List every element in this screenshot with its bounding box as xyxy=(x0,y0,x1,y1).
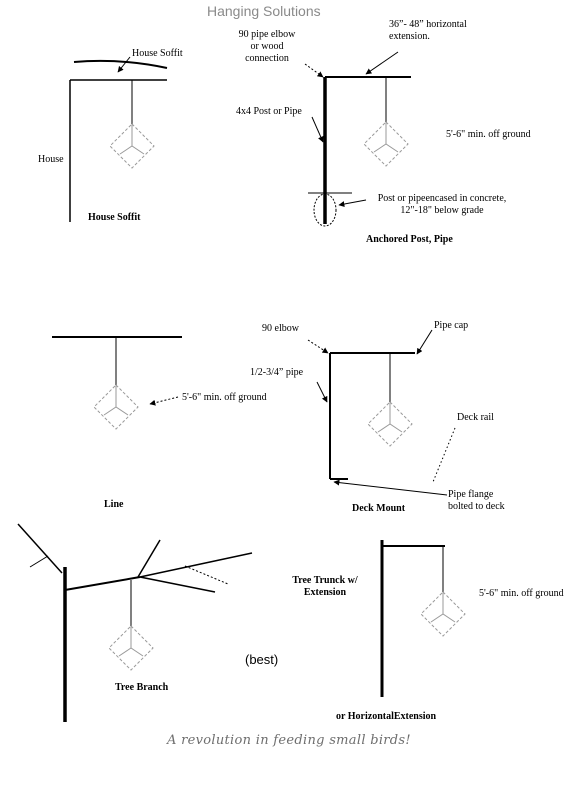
flange-arrow xyxy=(333,479,448,496)
tree-branch-panel xyxy=(17,523,253,722)
concrete-arrow xyxy=(338,199,367,207)
pipe-size-label: 1/2-3/4” pipe xyxy=(250,367,304,378)
house-soffit-caption: House Soffit xyxy=(88,212,141,223)
feeder-icon xyxy=(363,121,409,167)
line-height-label: 5'-6" min. off ground xyxy=(182,392,267,403)
tree-trunk-panel xyxy=(380,540,466,697)
line-panel xyxy=(52,336,182,430)
house-label: House xyxy=(38,154,64,165)
concrete-footing xyxy=(313,193,337,227)
branch xyxy=(64,576,141,591)
elbow-arrow xyxy=(304,63,324,78)
twig xyxy=(29,555,49,568)
soffit-label: House Soffit xyxy=(132,48,183,59)
tree-trunk-caption: Tree Trunck w/ Extension xyxy=(292,575,358,598)
extension-label: 36”- 48” horizontal extension. xyxy=(389,19,467,42)
soffit-roof-line xyxy=(73,59,168,69)
line-caption: Line xyxy=(104,499,124,510)
horizontal-extension-caption: or HorizontalExtension xyxy=(336,711,437,722)
anchored-post-panel xyxy=(304,51,411,227)
twig xyxy=(184,565,229,585)
height-arrow xyxy=(149,396,179,406)
cap-arrow xyxy=(416,329,433,355)
house-soffit-panel xyxy=(69,56,168,222)
deck-mount-panel xyxy=(307,329,456,496)
post-label: 4x4 Post or Pipe xyxy=(236,106,302,117)
best-label: (best) xyxy=(245,652,279,667)
page-title: Hanging Solutions xyxy=(207,3,321,19)
extension-arrow xyxy=(365,51,399,75)
branch xyxy=(139,576,216,593)
rail-arrow xyxy=(432,427,456,483)
anchored-post-caption: Anchored Post, Pipe xyxy=(366,234,453,245)
deck-rail-label: Deck rail xyxy=(457,412,494,423)
feeder-icon xyxy=(367,401,413,447)
deck-elbow-label: 90 elbow xyxy=(262,323,299,334)
pipe-cap-label: Pipe cap xyxy=(434,320,469,331)
elbow-label: 90 pipe elbow or wood connection xyxy=(238,29,296,64)
feeder-icon xyxy=(93,384,139,430)
tagline: A revolution in feeding small birds! xyxy=(167,733,411,748)
deck-mount-caption: Deck Mount xyxy=(352,503,406,514)
elbow-arrow xyxy=(307,339,329,354)
feeder-icon xyxy=(108,625,154,671)
feeder-icon xyxy=(109,123,155,169)
anchored-height-label: 5'-6" min. off ground xyxy=(446,129,531,140)
tree-trunk-height-label: 5'-6" min. off ground xyxy=(479,588,564,599)
tree-branch-caption: Tree Branch xyxy=(115,682,169,693)
branch xyxy=(137,539,161,578)
pipe-arrow xyxy=(316,381,328,403)
twig xyxy=(17,523,63,574)
soffit-arrow xyxy=(117,56,131,73)
pipe-flange-label: Pipe flange bolted to deck xyxy=(448,489,505,512)
feeder-icon xyxy=(420,591,466,637)
post-arrow xyxy=(311,116,324,143)
branch xyxy=(139,552,253,578)
concrete-label: Post or pipeencased in concrete, 12"-18"… xyxy=(377,193,507,216)
